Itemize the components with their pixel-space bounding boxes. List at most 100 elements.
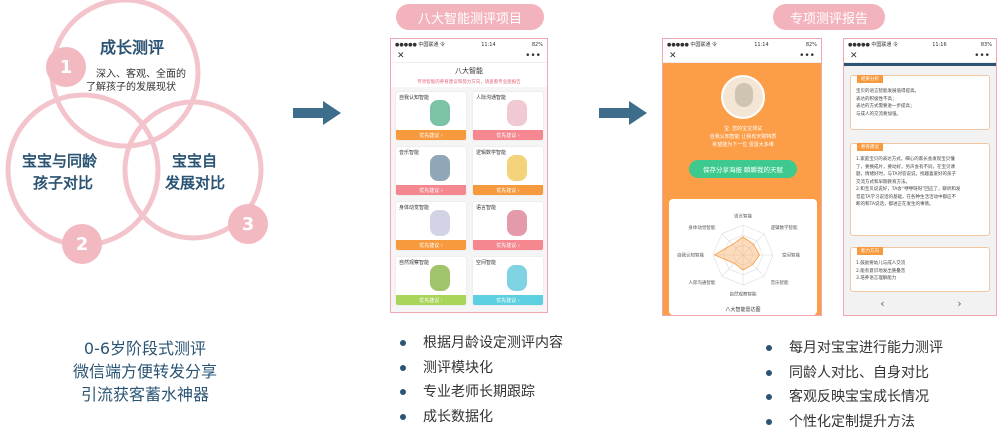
report-line: 表达的积极性不高； [856,96,897,102]
character-illustration [430,100,450,126]
peer-compare-title-2: 孩子对比 [33,174,94,192]
card-title: 音乐智能 [399,150,420,156]
bullet-text: 专业老师长期跟踪 [423,384,535,400]
summary-line-3: 引流获客蓄水神器 [80,385,209,404]
radar-label: 自然观察智能 [730,291,757,298]
report-line: 题，情绪好时，与TA对答说说，找趣喜爱好的孩子 [856,172,956,177]
bullet-dot [400,340,406,347]
intro-line-1: 宝: 您的宝宝测试 [723,126,763,132]
bullet-item: 根据月龄设定测评内容 [400,331,563,356]
bullet-text: 同龄人对比、自身对比 [789,364,929,381]
bullet-item: 专业老师长期跟踪 [400,380,563,405]
character-illustration [430,210,450,236]
card-advice-button[interactable]: 优先建议 › [396,295,466,305]
character-illustration [507,210,527,236]
radar-label: 语言智能 [734,213,752,220]
intelligence-card[interactable]: 身体动觉智能优先建议 › [395,201,467,251]
report-intro: 宝: 您的宝宝测试 自我认知智能 让我有天赋特质 希望能为下一位 蛋蛋大多维 [663,125,821,149]
close-icon[interactable]: ✕ [850,51,858,61]
radar-label: 人际沟通智能 [688,279,715,286]
more-icon[interactable]: ••• [525,51,541,61]
page-subtitle: 专项智能的养育建议和努力方向，请查看专业能报告 [417,80,521,85]
bullet-item: 个性化定制提升方法 [766,410,943,435]
prev-page-icon[interactable]: ‹ [880,297,885,310]
bullet-text: 测评模块化 [423,359,493,376]
report-line: 断的和TA说话，都进正在发生的事情。 [856,202,934,207]
character-illustration [507,100,527,126]
carrier-text: ●●●●● 中国联通 令 [667,42,717,48]
bullet-item: 测评模块化 [400,356,563,381]
intelligence-card[interactable]: 人际沟通智能优先建议 › [472,91,544,141]
self-compare-title-2: 发展对比 [165,174,226,192]
radar-score-area [713,236,760,271]
philosopher-avatar [721,75,765,119]
card-advice-button[interactable]: 优先建议 › [396,185,466,195]
card-advice-button[interactable]: 优先建议 › [473,240,543,250]
carrier-text: ●●●●● 中国联通 令 [848,42,898,48]
bullet-dot [400,413,406,420]
bullet-dot [400,364,406,371]
page-title: 八大智能 [455,67,483,75]
status-bar: ●●●●● 中国联通 令 11:14 82% [663,39,821,50]
more-icon[interactable]: ••• [799,51,815,61]
report-line: 3.培养语言理解能力 [856,276,897,281]
bullet-text: 客观反映宝宝成长情况 [789,389,929,405]
card-advice-button[interactable]: 优先建议 › [396,240,466,250]
next-page-icon[interactable]: › [957,297,962,310]
bullet-dot [766,418,772,425]
circle1-desc-2: 了解孩子的发展现状 [86,82,176,93]
card-title: 空间智能 [476,260,497,266]
close-icon[interactable]: ✕ [669,51,677,61]
card-advice-button[interactable]: 优先建议 › [396,130,466,140]
radar-axis [721,254,744,277]
intelligence-card[interactable]: 逻辑数学智能优先建议 › [472,146,544,196]
report-line: 交流方式和早期教育方法。 [856,179,910,185]
circle1-desc-1: 深入、客观、全面的 [96,69,186,80]
result-analysis-section: 结果分析 宝贝的语言智能发展值得提高。表达的积极性不高；表达的方式需要进一步提高… [850,75,990,130]
report-line: 与成人的交流要加强。 [856,111,901,117]
section-body: 1.家庭宝贝的表达方式，细心的家长会发现宝贝懂了，要换成片，要动好，另声会有不同… [851,144,989,209]
radar-caption: 八大智能雷达图 [725,306,760,313]
radar-axis [742,254,765,277]
section-body: 宝贝的语言智能发展值得提高。表达的积极性不高；表达的方式需要进一步提高；与成人的… [851,76,989,118]
card-title: 身体动觉智能 [399,205,430,211]
bullet-text: 根据月龄设定测评内容 [423,335,563,351]
character-illustration [507,265,527,291]
report-line: 了，要换成片，要动好，另声会有不同，在宝贝课 [856,164,955,170]
battery-text: 82% [805,41,817,48]
close-icon[interactable]: ✕ [397,51,405,61]
intelligence-card[interactable]: 空间智能优先建议 › [472,256,544,306]
intelligence-card[interactable]: 自我认知智能优先建议 › [395,91,467,141]
nav-bar: ✕ ••• [391,50,547,63]
character-illustration [430,155,450,181]
card-advice-button[interactable]: 优先建议 › [473,295,543,305]
parenting-advice-section: 养育建议 1.家庭宝贝的表达方式，细心的家长会发现宝贝懂了，要换成片，要动好，另… [850,143,990,236]
summary-line-1: 0-6岁阶段式测评 [83,339,207,358]
left-panel: 1 成长测评 深入、客观、全面的 了解孩子的发展现状 宝宝与同龄 孩子对比 2 … [0,0,290,445]
circle-number-2: 2 [62,224,102,264]
bullet-item: 同龄人对比、自身对比 [766,361,943,386]
intelligence-card[interactable]: 自然观察智能优先建议 › [395,256,467,306]
report-line: 2.和宝贝说说好，TA会“咿咿呀呀”回应了，聊听和发 [856,187,961,192]
save-share-poster-button[interactable]: 保存分享海报 瞬瞬我的天赋 [689,160,797,178]
left-summary: 0-6岁阶段式测评 微信端方便转发分享 引流获客蓄水神器 [0,337,290,406]
intro-line-2: 自我认知智能 让我有天赋特质 [709,134,777,140]
card-title: 人际沟通智能 [476,95,507,101]
top-accent-bar [844,63,996,66]
intelligence-card[interactable]: 音乐智能优先建议 › [395,146,467,196]
intelligence-card[interactable]: 语言智能优先建议 › [472,201,544,251]
card-title: 语言智能 [476,205,497,211]
character-illustration [430,265,450,291]
peer-compare-title-1: 宝宝与同龄 [22,152,98,170]
card-advice-button[interactable]: 优先建议 › [473,130,543,140]
status-bar: ●●●●● 中国联通 令 11:16 83% [844,39,996,50]
more-icon[interactable]: ••• [974,51,990,61]
summary-line-2: 微信端方便转发分享 [72,362,217,381]
card-advice-button[interactable]: 优先建议 › [473,185,543,195]
avatar-face [735,83,753,107]
growth-assessment-title: 成长测评 [100,38,165,57]
report-line: 1.家庭宝贝的表达方式，细心的家长会发现宝贝懂 [856,157,955,162]
radar-label: 空间智能 [782,252,800,259]
report-line: 2.能有意识地发出重叠音 [856,268,906,274]
bullet-text: 个性化定制提升方法 [789,413,915,430]
